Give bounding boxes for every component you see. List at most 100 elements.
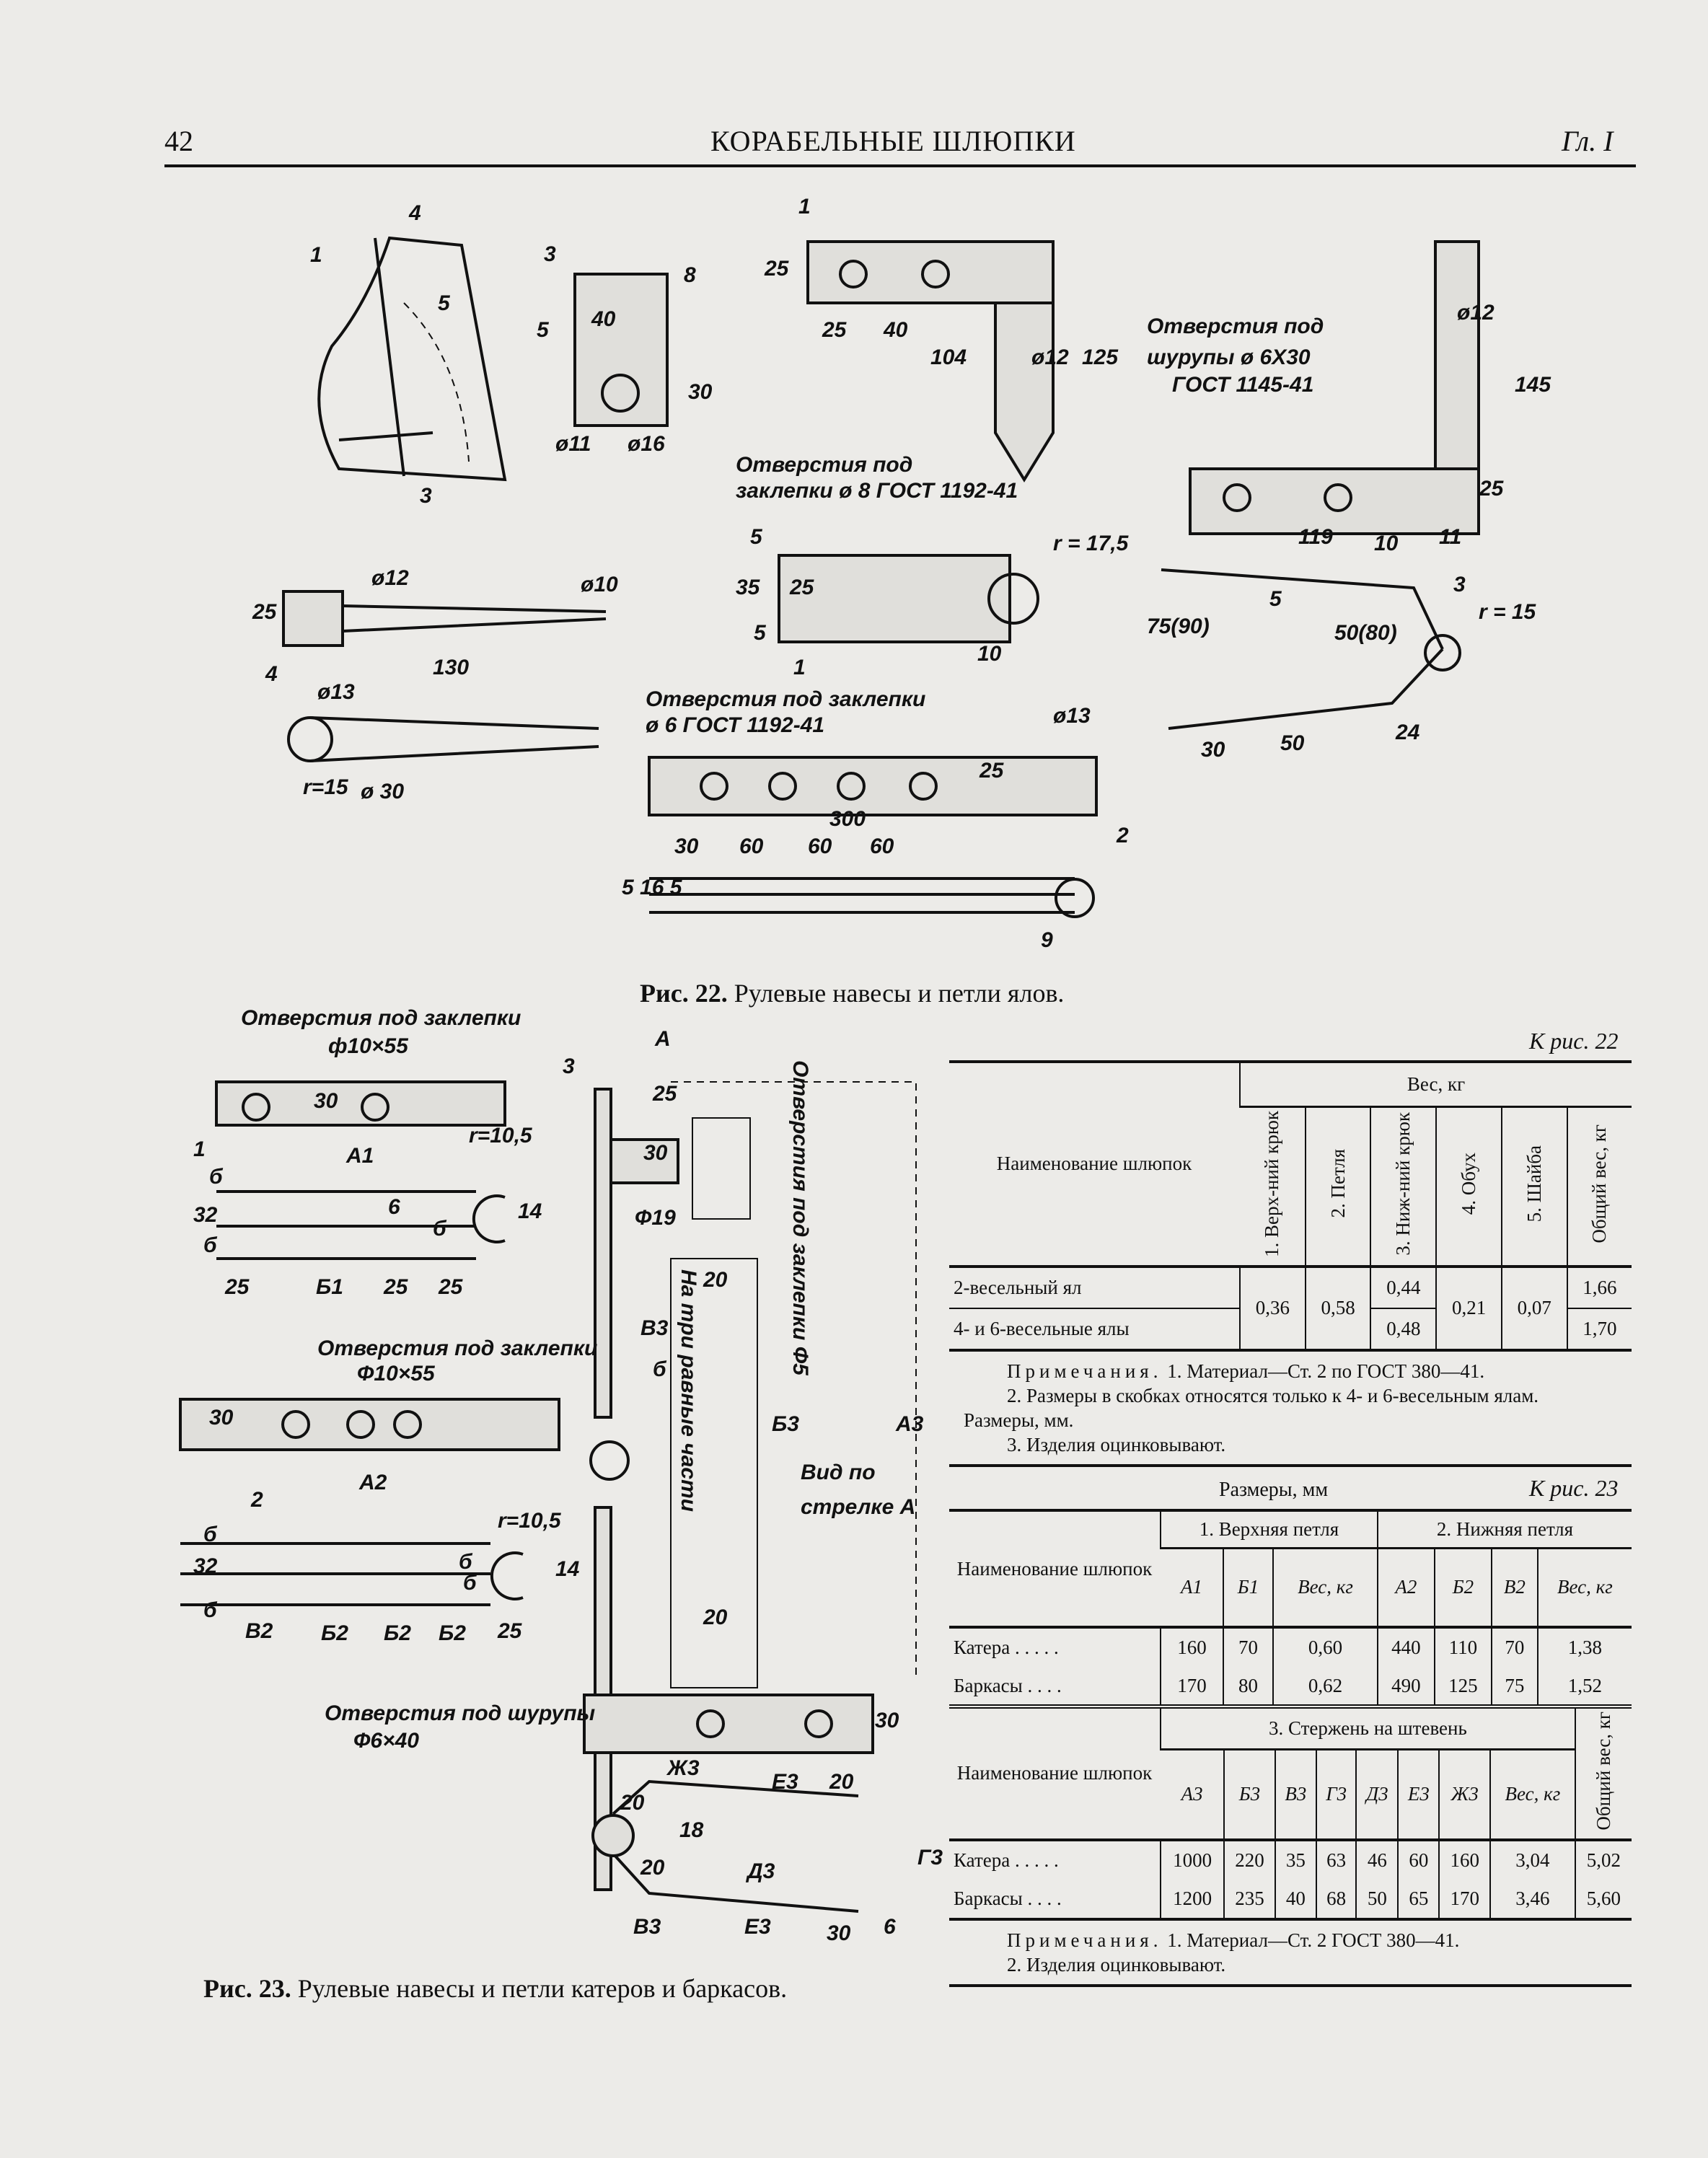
cell: 63 (1315, 1839, 1357, 1880)
dimension-label: 25 (224, 1275, 250, 1299)
header-rule (164, 164, 1636, 167)
stem-loop-upper-arm (612, 1779, 859, 1815)
dimension-label: А2 (358, 1471, 387, 1494)
row-name: 2-весельный ял (949, 1266, 1240, 1309)
dimension-label: 30 (1201, 738, 1225, 762)
row-name: Баркасы . . . . (954, 1674, 1062, 1696)
dimension-label: 60 (739, 834, 764, 858)
dimension-guide (671, 1081, 917, 1681)
cell: 60 (1397, 1839, 1440, 1880)
rod-taper-drawing (342, 604, 607, 633)
dimension-label: 30 (209, 1406, 234, 1430)
dimension-label: На три равные части (677, 1269, 700, 1512)
dimension-label: Отверстия под (1147, 314, 1324, 338)
screw-hole (1324, 483, 1352, 512)
dimension-label: 10 (977, 642, 1002, 666)
dimension-label: 20 (703, 1268, 728, 1292)
dimension-label: 20 (703, 1606, 728, 1629)
dimension-label: 35 (736, 576, 761, 599)
dimension-label: Отверстия под заклепки (646, 687, 925, 711)
dimension-label: А1 (345, 1144, 374, 1168)
dimension-label: Г3 (917, 1846, 943, 1869)
cell: 80 (1222, 1667, 1274, 1706)
dimension-label: 1 (193, 1137, 206, 1161)
dimension-label: Б2 (439, 1621, 466, 1645)
rod-tongue-drawing (309, 716, 599, 762)
cell: 5,60 (1574, 1879, 1632, 1919)
table2-name-header-2: Наименование шлюпок (956, 1762, 1153, 1784)
dimension-label: б (209, 1165, 224, 1189)
lower-loop-section (180, 1542, 490, 1606)
notes-heading: Примечания. (1007, 1929, 1163, 1951)
cell: 440 (1376, 1627, 1435, 1667)
loop-eye (1424, 634, 1461, 671)
table2-name-header: Наименование шлюпок (956, 1557, 1153, 1580)
table-row: 2-весельный ял 0,36 0,58 0,44 0,21 0,07 … (949, 1266, 1632, 1350)
cell: 35 (1274, 1839, 1316, 1880)
rivet-hole (281, 1410, 310, 1439)
figure-23-number: Рис. 23. (203, 1974, 291, 2003)
dimension-label: 9 (1041, 928, 1053, 952)
strap-section (649, 877, 1075, 914)
row-name: Баркасы . . . . (954, 1887, 1062, 1909)
col-e3: Е3 (1397, 1749, 1440, 1840)
dimension-label: 5 (537, 318, 550, 342)
dimension-label: 30 (875, 1709, 899, 1732)
cell: 1,52 (1536, 1667, 1632, 1706)
stem-rod-upper (594, 1088, 612, 1419)
dimension-label: ø10 (581, 573, 618, 596)
rivet-hole (700, 772, 728, 801)
dimension-label: 6 (388, 1195, 400, 1219)
dimension-label: 25 (252, 600, 278, 624)
cell: 235 (1223, 1879, 1275, 1919)
cell-eye: 0,21 (1435, 1266, 1502, 1350)
dimension-label: 3 (544, 242, 556, 266)
row-name: Катера . . . . . (954, 1637, 1059, 1658)
dimension-label: 25 (652, 1082, 678, 1106)
table1-name-header: Наименование шлюпок (996, 1153, 1192, 1175)
rivet-hole (768, 772, 797, 801)
dimension-label: 1 (310, 243, 322, 267)
figure-22-caption: Рис. 22. Рулевые навесы и петли ялов. (640, 978, 1064, 1008)
cell: 3,04 (1489, 1839, 1575, 1880)
col-eye: 4. Обух (1458, 1152, 1480, 1215)
dimension-label: ø 6 ГОСТ 1192-41 (646, 713, 824, 737)
dimension-label: В2 (245, 1619, 273, 1643)
dimension-label: б (203, 1233, 218, 1257)
dimension-label: 5 (754, 621, 767, 645)
rivet-hole (242, 1093, 270, 1122)
rivet-hole (909, 772, 938, 801)
cell: 5,02 (1574, 1839, 1632, 1880)
dimension-label: б (463, 1571, 477, 1595)
cell: 170 (1438, 1879, 1491, 1919)
dimension-label: 6 (884, 1915, 896, 1939)
dimension-label: 10 (1374, 532, 1399, 555)
dimension-label: Б1 (316, 1275, 343, 1299)
dimension-label: 300 (829, 807, 866, 831)
dimension-label: 25 (979, 759, 1005, 783)
cell: 3,46 (1489, 1879, 1575, 1919)
dimension-label: 119 (1298, 525, 1333, 549)
group-lower-loop: 2. Нижняя петля (1376, 1512, 1632, 1549)
group-upper-loop: 1. Верхняя петля (1160, 1512, 1378, 1549)
note-2: 2. Размеры в скобках относятся только к … (964, 1384, 1539, 1431)
cell: 0,60 (1272, 1627, 1378, 1667)
dimension-label: 25 (1479, 477, 1505, 501)
upper-loop-section (216, 1190, 476, 1260)
col-b3: Б3 (1223, 1749, 1275, 1840)
bracket-leg-drawing (994, 301, 1055, 483)
dimension-label: 5 (1269, 587, 1282, 611)
table1-ref: К рис. 22 (1529, 1028, 1619, 1054)
dimension-label: r = 17,5 (1053, 532, 1130, 555)
dimension-label: 8 (684, 263, 696, 287)
figure-22-title: Рулевые навесы и петли ялов. (734, 979, 1065, 1008)
col-g3: Г3 (1315, 1749, 1357, 1840)
dimension-label: ø 30 (361, 780, 404, 803)
dimension-label: В3 (633, 1915, 661, 1939)
dimension-label: б (203, 1523, 218, 1546)
pintle-line (338, 431, 433, 441)
col-d3: Д3 (1355, 1749, 1399, 1840)
